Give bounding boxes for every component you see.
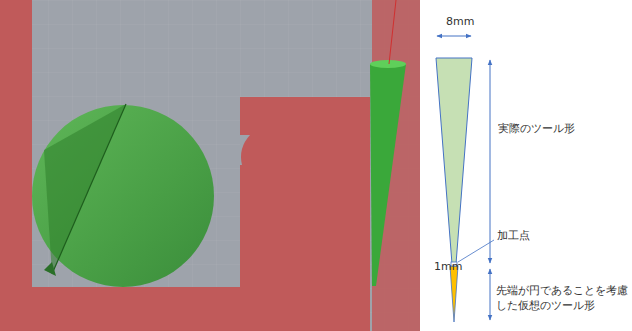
dimension-label: 1mm bbox=[434, 259, 462, 274]
part-label: 実際のツール形 bbox=[498, 121, 575, 136]
render-scene bbox=[0, 0, 420, 331]
dimension-label: 8mm bbox=[446, 14, 474, 29]
note-label: 先端が円であることを考慮した仮想のツール形 bbox=[496, 283, 628, 313]
tool-shape-diagram bbox=[436, 36, 494, 322]
callout-label: 加工点 bbox=[497, 228, 530, 243]
